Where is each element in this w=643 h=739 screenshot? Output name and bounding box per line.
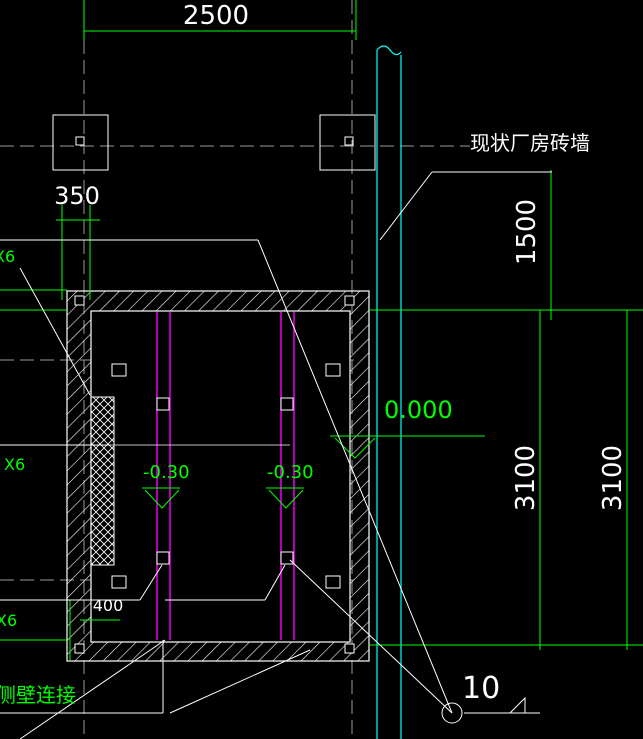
brick-wall-label: 现状厂房砖墙 xyxy=(470,131,590,155)
dim-right-upper: 1500 xyxy=(512,199,542,265)
level-marker-right xyxy=(266,487,304,509)
side-wall-label: 侧壁连接 xyxy=(0,683,76,707)
dim-column: 350 xyxy=(54,182,100,210)
detail-number: 10 xyxy=(462,671,500,706)
leader-lines xyxy=(0,171,552,739)
level-marker-left xyxy=(142,487,180,509)
dimension-lines xyxy=(0,0,643,660)
dim-right-outer: 3100 xyxy=(598,445,628,511)
pipe-supports xyxy=(156,397,294,565)
level-sump-left: -0.30 xyxy=(143,462,190,483)
dim-right-mid: 3100 xyxy=(511,445,541,511)
x6-label-c: X6 xyxy=(0,611,17,630)
column-right xyxy=(319,114,376,171)
dim-top: 2500 xyxy=(183,1,249,31)
x6-label-a: X6 xyxy=(0,247,15,266)
column-left xyxy=(52,114,109,171)
pit-structure xyxy=(66,290,370,662)
dim-bottom-small: 400 xyxy=(93,596,124,615)
level-floor: 0.000 xyxy=(384,396,453,424)
x6-label-b: X6 xyxy=(4,455,25,474)
brick-wall xyxy=(376,45,402,739)
pipes xyxy=(156,312,295,640)
level-sump-right: -0.30 xyxy=(267,462,314,483)
